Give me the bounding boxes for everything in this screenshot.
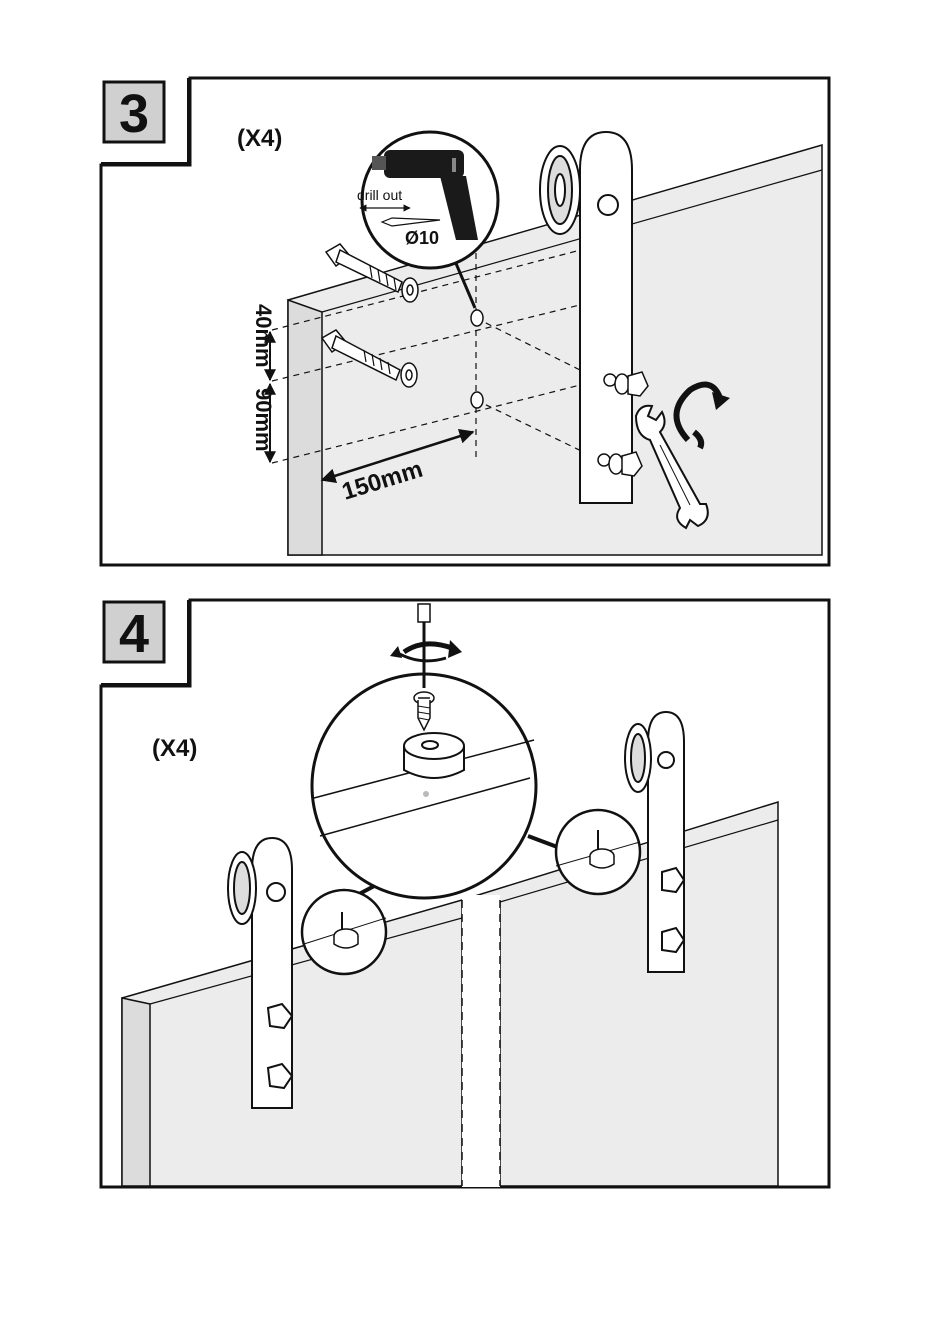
- step-4-number: 4: [119, 604, 149, 664]
- step-3-quantity: (X4): [237, 125, 282, 152]
- drill-hole-bottom: [471, 392, 483, 408]
- axle-bolt: [598, 195, 618, 215]
- stopper-callout-left: [302, 884, 386, 974]
- drill-out-label: drill out: [357, 187, 402, 203]
- step-4-panel: 4 (X4): [101, 600, 829, 1187]
- drill-hole-top: [471, 310, 483, 326]
- door-stopper-icon: [404, 733, 464, 778]
- step-3-number: 3: [119, 84, 149, 144]
- stopper-magnified-callout: [312, 674, 536, 898]
- dim-90mm-label: 90mm: [251, 388, 276, 452]
- dim-40mm-label: 40mm: [251, 304, 276, 368]
- rotate-arrow-icon: [404, 644, 452, 652]
- step-4-quantity: (X4): [152, 735, 197, 762]
- step-3-panel: 3 (X4) 40mm 90mm 150mm: [101, 78, 829, 565]
- drill-diameter-label: Ø10: [405, 228, 439, 248]
